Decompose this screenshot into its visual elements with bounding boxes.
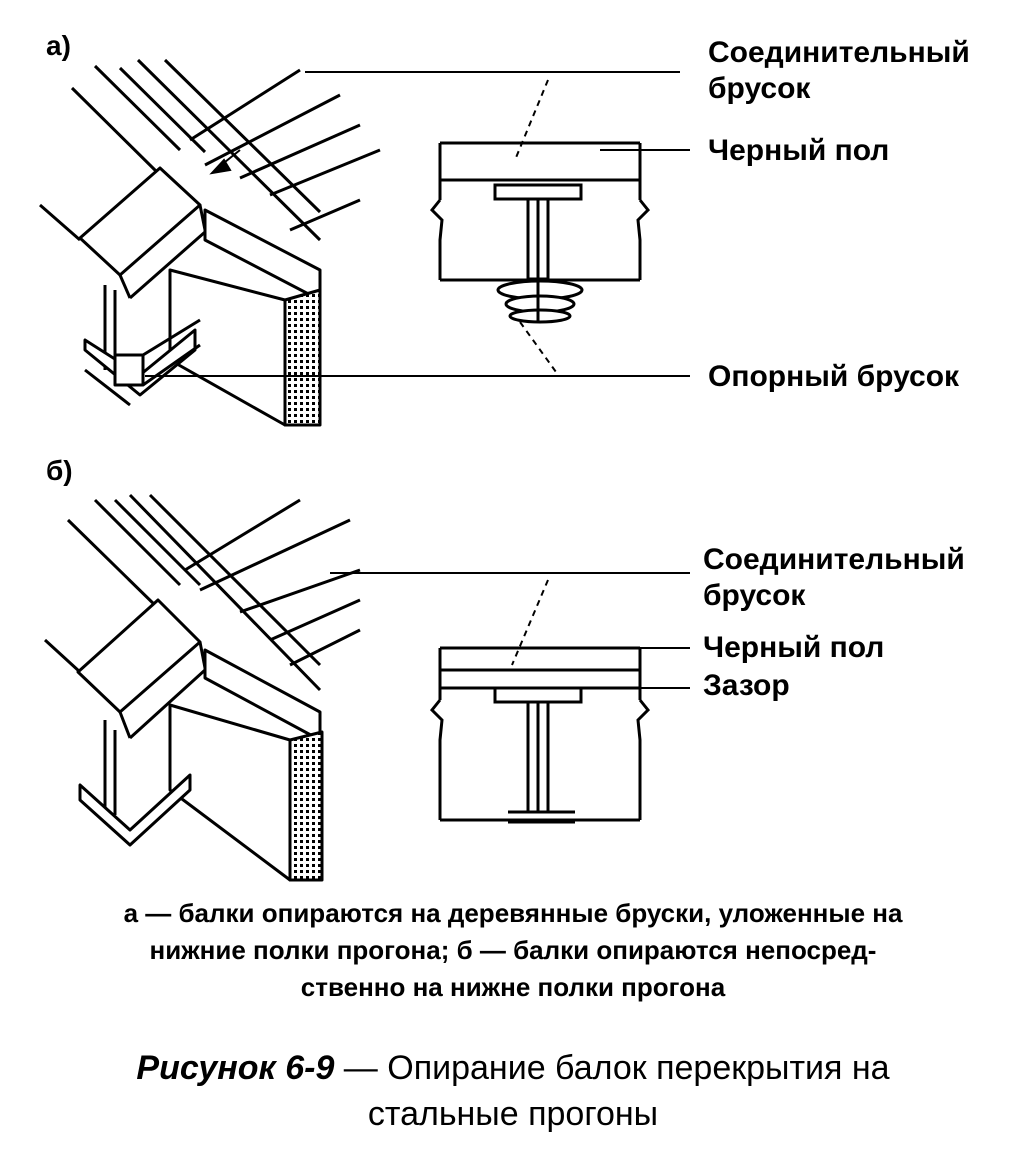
panel-a-label-connector-line2: брусок	[708, 72, 811, 105]
panel-b-marker: б)	[46, 455, 73, 486]
panel-a-section	[429, 141, 651, 324]
panel-a-leaders	[145, 71, 690, 377]
panel-b-isometric	[43, 493, 361, 882]
panel-a-label-connector-line1: Соединительный	[708, 36, 970, 69]
panel-b-label-subfloor: Черный пол	[703, 631, 885, 664]
panel-a-label-support: Опорный брусок	[708, 360, 960, 393]
figure-title-line2: стальные прогоны	[367, 1095, 659, 1133]
panel-a-isometric	[39, 58, 381, 427]
figure-title: Рисунок 6-9 — Опирание балок перекрытия …	[20, 1045, 1006, 1137]
panel-b-label-connector-line2: брусок	[703, 579, 806, 612]
figure-title-text: — Опирание балок перекрытия на	[334, 1049, 890, 1087]
caption-line: ственно на нижне полки прогона	[300, 972, 726, 1002]
caption-line: а — балки опираются на деревянные бруски…	[123, 898, 903, 928]
figure-number: Рисунок 6-9	[136, 1049, 335, 1087]
panel-a-marker: а)	[46, 30, 71, 61]
caption-line: нижние полки прогона; б — балки опираютс…	[149, 935, 877, 965]
panel-b-section	[429, 646, 651, 824]
figure-title-line1: Рисунок 6-9 — Опирание балок перекрытия …	[20, 1045, 1006, 1091]
panel-b-label-gap: Зазор	[703, 669, 790, 702]
panel-a-label-subfloor: Черный пол	[708, 134, 890, 167]
panel-b-label-connector-line1: Соединительный	[703, 543, 965, 576]
figure-caption: а — балки опираются на деревянные бруски…	[30, 895, 996, 1006]
